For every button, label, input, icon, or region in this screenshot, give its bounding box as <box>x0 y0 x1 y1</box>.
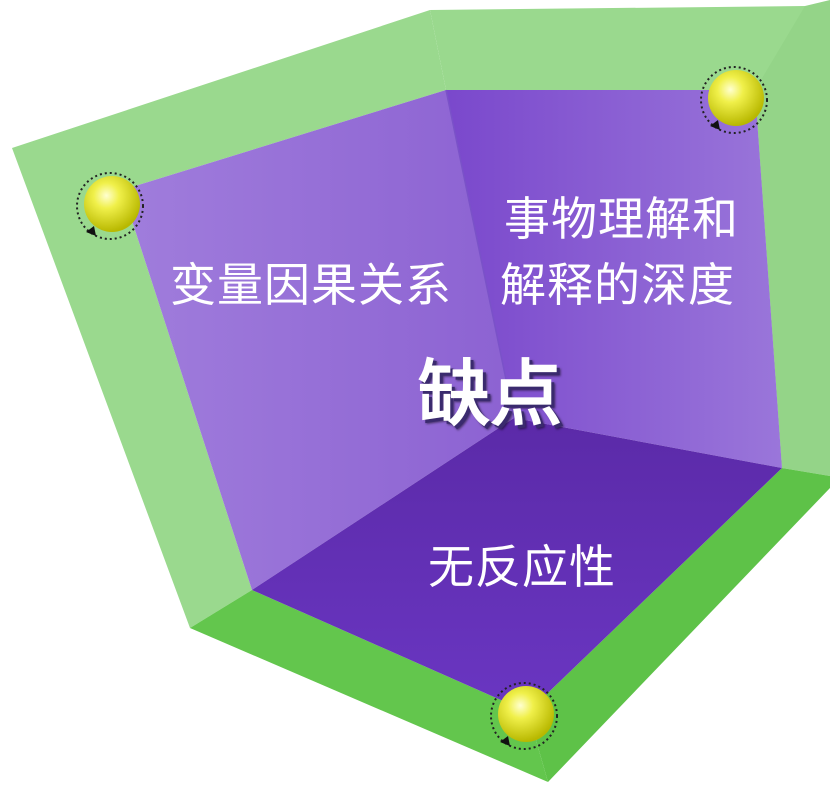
frame-left <box>12 10 446 628</box>
frame-bottom-right <box>528 468 830 782</box>
frame-bottom-left <box>190 590 548 782</box>
wall-right <box>446 90 782 468</box>
face-label-right-line1: 事物理解和 <box>504 192 739 246</box>
frame-top <box>430 6 805 468</box>
diagram-title: 缺点 <box>418 352 563 436</box>
frame-right <box>755 0 830 476</box>
face-label-floor: 无反应性 <box>428 540 616 594</box>
sphere-icon <box>700 66 768 134</box>
wall-left <box>122 90 514 590</box>
face-label-left: 变量因果关系 <box>170 258 452 312</box>
sphere-icon <box>490 682 558 750</box>
corner-edge <box>445 89 515 419</box>
face-label-right-line2: 解释的深度 <box>500 258 735 312</box>
sphere-icon <box>76 172 144 240</box>
floor <box>252 418 782 712</box>
